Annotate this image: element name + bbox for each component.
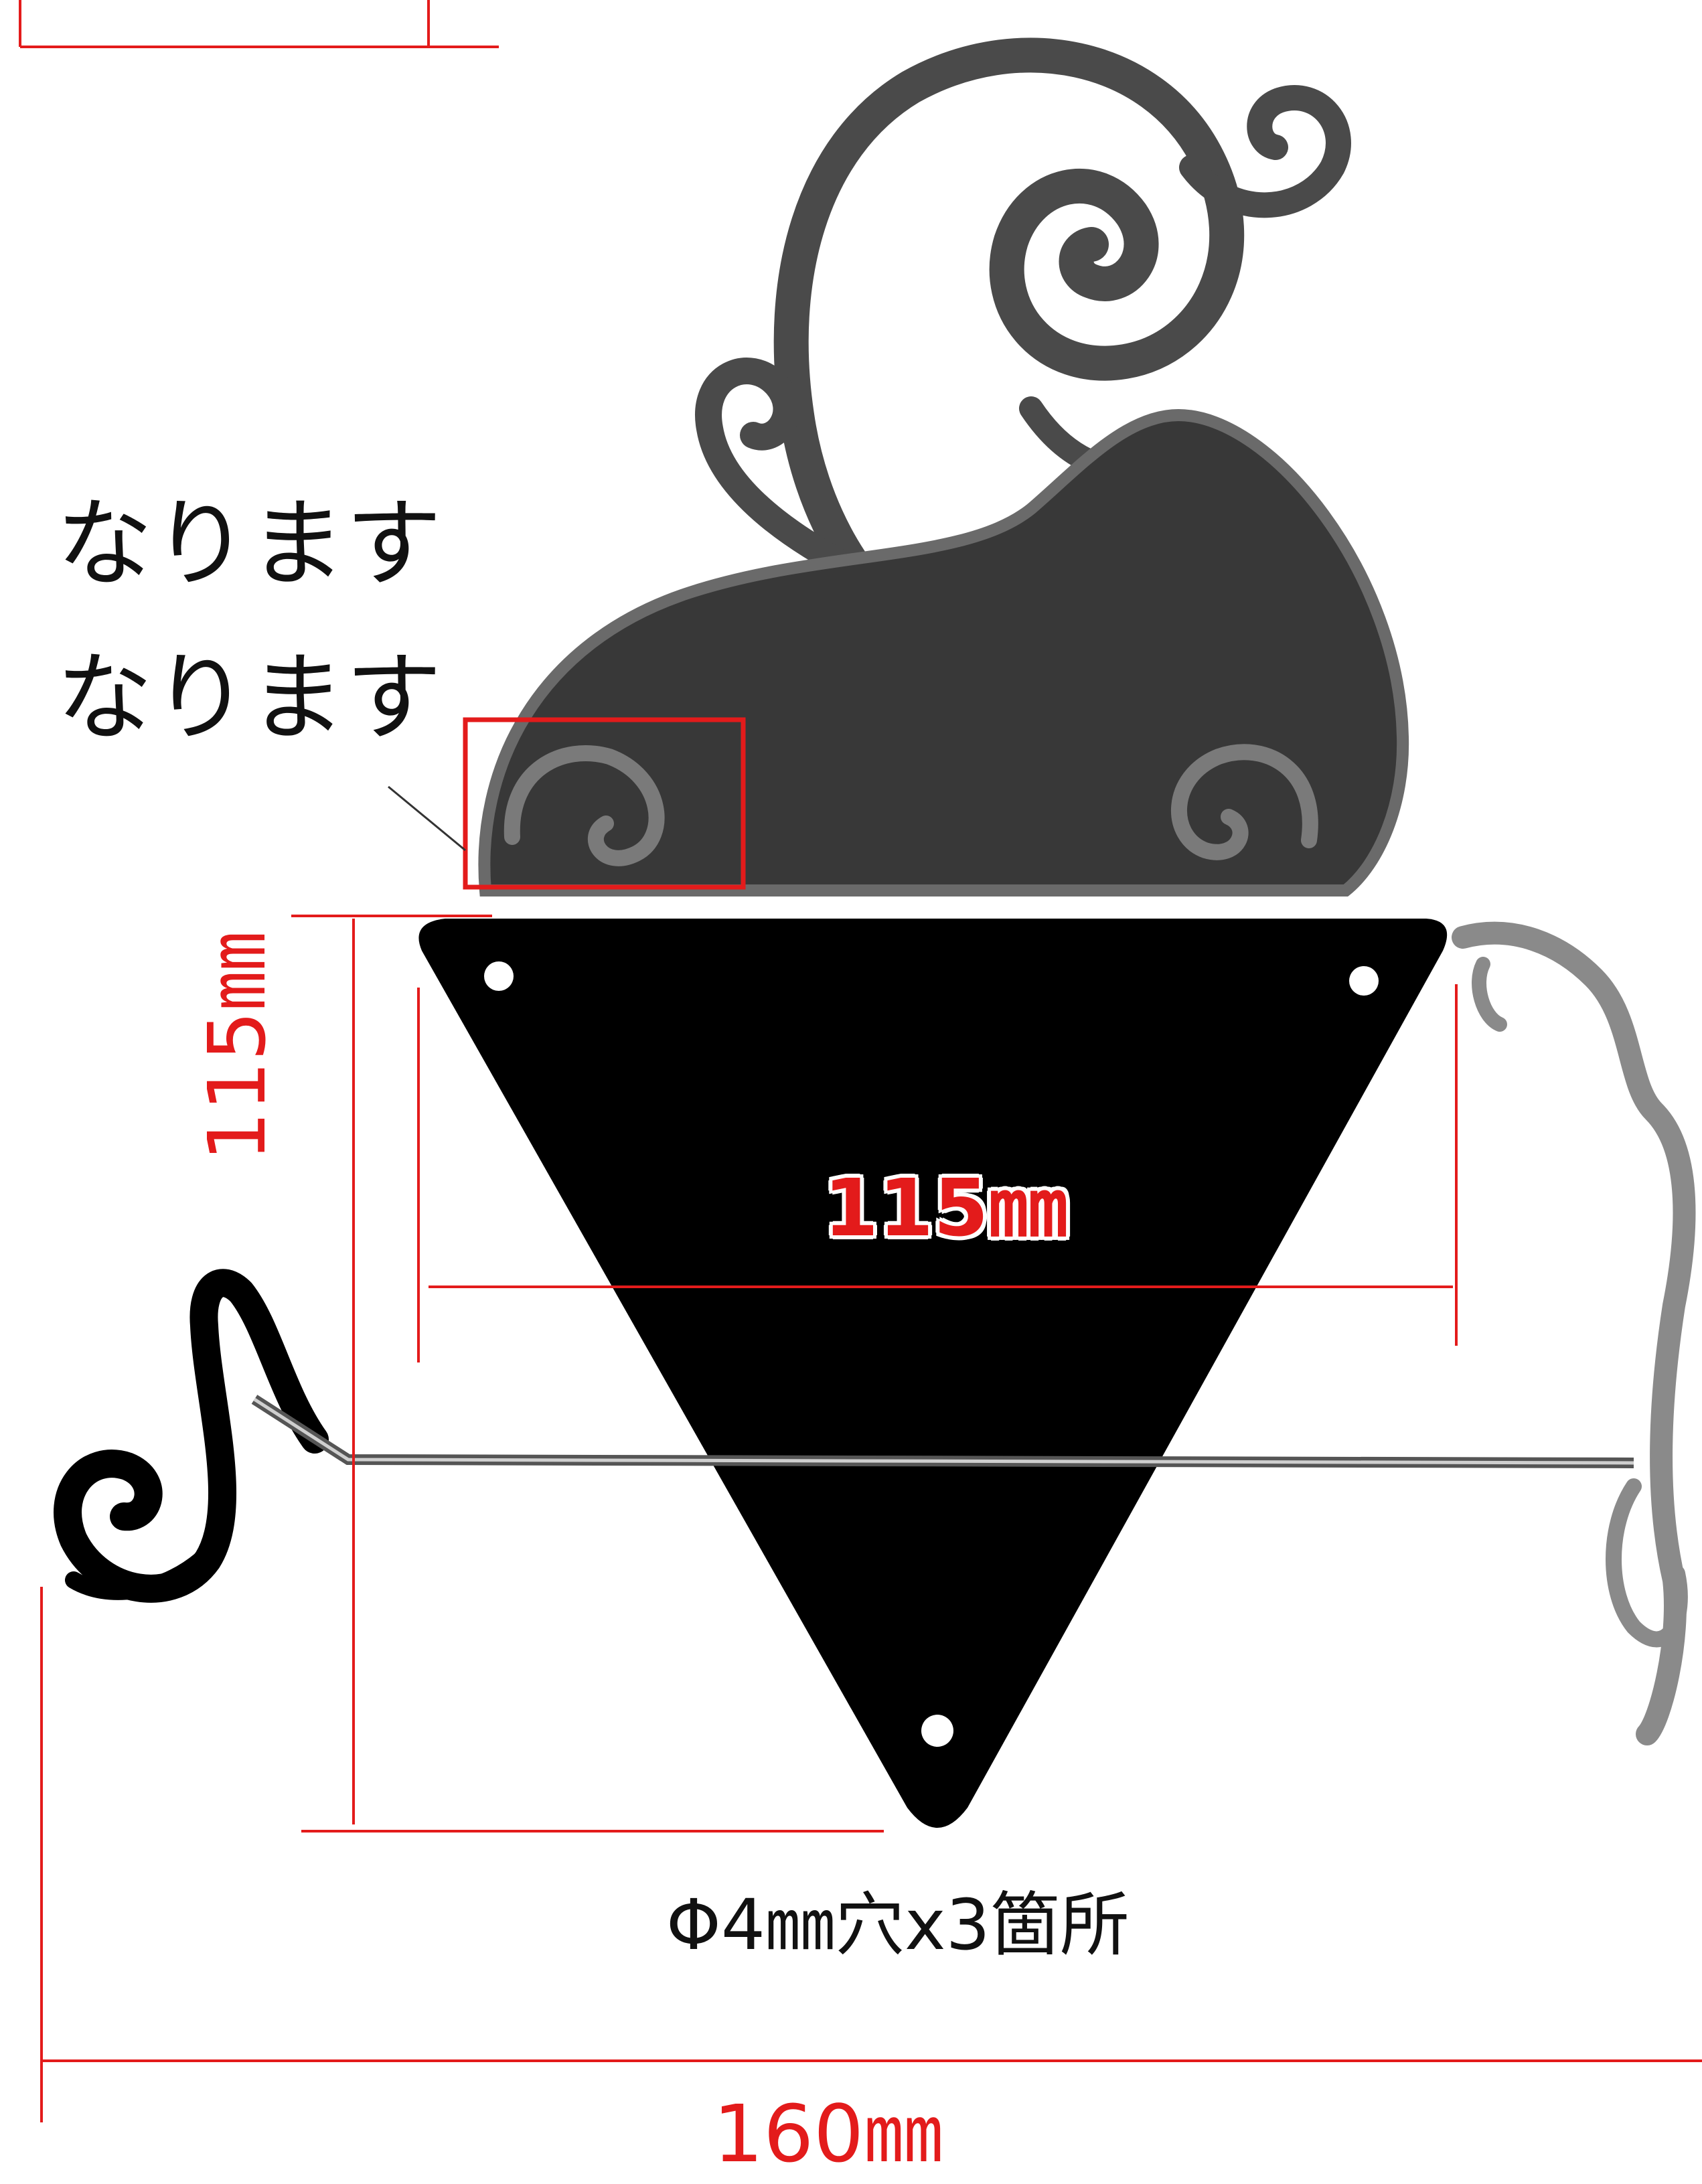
height-label: 115㎜ — [191, 931, 283, 1162]
highlight-leader — [388, 785, 466, 852]
mounting-holes — [484, 961, 1379, 1747]
right-small-scroll-icon — [1179, 85, 1351, 218]
top-left-frame — [19, 0, 499, 48]
support-rod — [251, 1395, 1634, 1468]
hole-left — [484, 961, 514, 991]
holes-note: Φ4㎜穴x3箇所 — [666, 1884, 1130, 1966]
left-scroll-icon — [54, 1269, 329, 1603]
ornament-top-scrolls — [695, 37, 1351, 640]
inner-width-label: 115㎜ — [824, 1162, 1068, 1254]
hole-right — [1349, 966, 1379, 996]
note-line-2: なります。 — [0, 649, 442, 746]
highlight-box — [463, 717, 746, 890]
hole-bottom — [921, 1715, 953, 1747]
note-line-1: なります。 — [0, 495, 442, 592]
heart-inner-scrolls — [504, 744, 1318, 866]
heart-panel — [478, 408, 1409, 896]
total-width-label: 160㎜ — [713, 2088, 943, 2180]
triangle-plate — [418, 919, 1448, 1828]
dimension-lines — [40, 915, 1702, 2122]
left-small-scroll-icon — [695, 358, 937, 616]
big-scroll-icon — [773, 37, 1245, 640]
right-scroll-icon — [1452, 921, 1696, 1745]
